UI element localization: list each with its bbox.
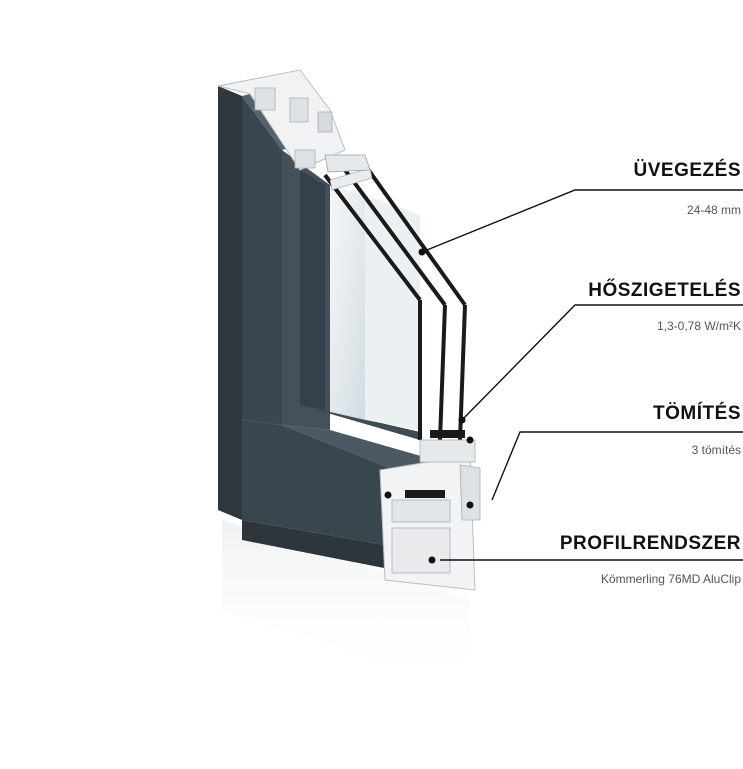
dot-hoszigeteles [458,416,466,424]
glazing-unit [323,163,467,441]
callout-subtitle-tomites: 3 tömítés [691,443,741,457]
callout-title-hoszigeteles: HŐSZIGETELÉS [588,280,741,301]
callout-title-tomites: TÖMÍTÉS [653,403,741,424]
callout-subtitle-uvegezes: 24-48 mm [686,203,741,217]
sash-frame [300,170,420,440]
dot-tomites-a [466,436,474,444]
callout-title-profilrendszer: PROFILRENDSZER [559,533,741,554]
callout-subtitle-hoszigeteles: 1,3-0,78 W/m²K [656,319,741,333]
dot-tomites-c [466,501,474,509]
callout-title-uvegezes: ÜVEGEZÉS [633,160,741,181]
dot-uvegezes [418,248,426,256]
leader-tomites [491,431,743,501]
dot-tomites-b [384,491,392,499]
pvc-profile-bottom [379,430,481,591]
leader-lines [421,189,743,561]
leader-dots [384,248,474,564]
leader-uvegezes [421,189,743,253]
dot-profilrendszer [428,556,436,564]
callout-subtitle-profilrendszer: Kömmerling 76MD AluClip [600,572,741,586]
pvc-profile-top [217,69,371,173]
leader-hoszigeteles [461,304,743,421]
floor-reflection [222,520,470,690]
